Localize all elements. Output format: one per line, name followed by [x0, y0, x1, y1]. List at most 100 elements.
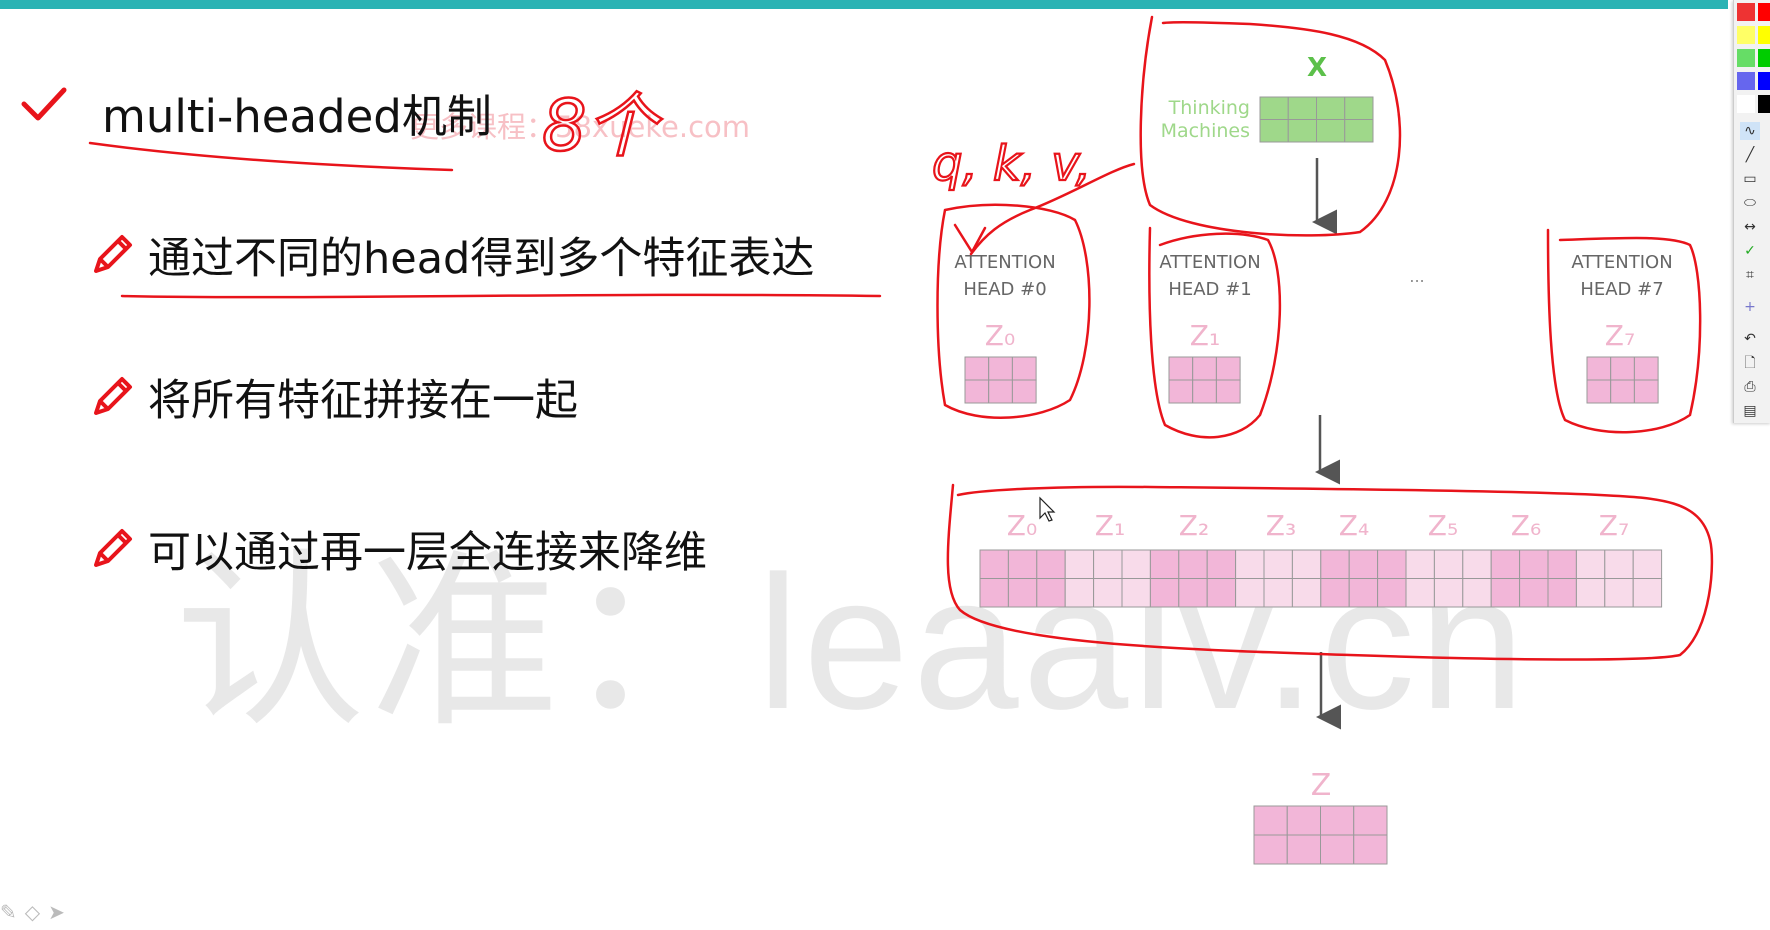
check-tool-icon[interactable]: ✓: [1744, 243, 1756, 259]
matrix-cell: [1235, 549, 1265, 579]
pencil-icon: [94, 235, 132, 273]
matrix-cell: [1286, 834, 1321, 865]
matrix-cell: [1007, 549, 1038, 579]
slide-title: multi-headed机制: [102, 90, 492, 143]
matrix-cell: [1259, 96, 1289, 120]
check-stroke: [953, 223, 987, 255]
color-white[interactable]: [1737, 95, 1755, 113]
matrix-cell: [1064, 578, 1095, 608]
watermark-small: 更多课程：58xueke.com: [410, 110, 751, 144]
top-accent-bar: [0, 0, 1728, 9]
matrix-cell: [1490, 549, 1521, 579]
attention-head-7: ATTENTION HEAD #7 Z₇: [1571, 252, 1673, 404]
zoom-in-icon[interactable]: +: [1744, 299, 1756, 315]
matrix-cell: [1121, 549, 1151, 579]
undo-icon[interactable]: ↶: [1744, 331, 1756, 347]
underline-bullet: [120, 293, 882, 299]
matrix-cell: [964, 356, 990, 381]
head-title: ATTENTION: [1159, 252, 1260, 273]
matrix-cell: [1168, 379, 1194, 404]
head-title: HEAD #7: [1580, 279, 1663, 300]
arrow-tool-icon[interactable]: ↔: [1744, 219, 1756, 235]
color-yellow-solid[interactable]: [1758, 26, 1770, 44]
matrix-cell: [1235, 578, 1265, 608]
matrix-cell: [1632, 578, 1663, 608]
freehand-tool-icon[interactable]: ∿: [1740, 122, 1760, 140]
matrix-cell: [1287, 119, 1317, 143]
matrix-cell: [1462, 549, 1492, 579]
ellipse-tool-icon[interactable]: ⬭: [1744, 195, 1756, 211]
bullet-item: 通过不同的head得到多个特征表达: [88, 224, 814, 286]
input-word: Machines: [1161, 120, 1250, 142]
pointer-icon[interactable]: ➤: [48, 900, 65, 924]
new-page-icon[interactable]: 🗋: [1744, 355, 1756, 371]
matrix-cell: [1093, 549, 1123, 579]
matrix-cell: [1291, 578, 1322, 608]
line-tool-icon[interactable]: ╱: [1745, 147, 1755, 163]
concat-z-label: Z₃: [1266, 509, 1296, 542]
matrix-cell: [1286, 805, 1321, 836]
color-green-solid[interactable]: [1758, 49, 1770, 67]
circle-head-1: [1148, 226, 1282, 439]
attention-head-0: ATTENTION HEAD #0 Z₀: [954, 252, 1056, 404]
rectangle-tool-icon[interactable]: ▭: [1743, 171, 1757, 187]
pencil-icon: [94, 529, 132, 567]
head-z-label: Z₇: [1605, 319, 1635, 352]
color-green[interactable]: [1737, 49, 1755, 67]
matrix-cell: [988, 356, 1013, 381]
matrix-cell: [1610, 379, 1635, 404]
matrix-cell: [1178, 578, 1208, 608]
circle-concat: [946, 483, 1714, 661]
matrix-cell: [1519, 549, 1549, 579]
matrix-cell: [1253, 805, 1288, 836]
mouse-cursor-icon: [1039, 496, 1056, 522]
matrix-cell: [1192, 379, 1217, 404]
matrix-cell: [1575, 578, 1606, 608]
crop-tool-icon[interactable]: ⌗: [1746, 267, 1754, 283]
color-red-solid[interactable]: [1758, 3, 1770, 21]
matrix-cell: [1586, 356, 1612, 381]
matrix-cell: [1353, 834, 1388, 865]
color-black[interactable]: [1758, 95, 1770, 113]
matrix-cell: [1633, 379, 1659, 404]
matrix-cell: [1011, 379, 1037, 404]
matrix-cell: [1377, 578, 1407, 608]
head-z-label: Z₀: [985, 319, 1015, 352]
handwritten-qkv: q, k, v,: [932, 136, 1091, 192]
head-title: ATTENTION: [954, 252, 1055, 273]
matrix-cell: [1433, 549, 1464, 579]
color-red[interactable]: [1737, 3, 1755, 21]
handwritten-count: 8个: [542, 85, 663, 167]
head-output-matrix: [964, 356, 1037, 404]
head-title: HEAD #1: [1168, 279, 1251, 300]
matrix-cell: [1149, 549, 1180, 579]
pen-icon[interactable]: ✎: [0, 900, 17, 924]
color-yellow[interactable]: [1737, 26, 1755, 44]
head-output-matrix: [1168, 356, 1241, 404]
color-blue-solid[interactable]: [1758, 72, 1770, 90]
output-label: Z: [1311, 768, 1332, 803]
circle-input: [1139, 15, 1402, 237]
matrix-cell: [1007, 578, 1038, 608]
pencil-icon: [94, 377, 132, 415]
output-matrix: [1253, 805, 1388, 865]
matrix-cell: [1586, 379, 1612, 404]
eraser-icon[interactable]: ◇: [24, 900, 41, 924]
matrix-cell: [964, 379, 990, 404]
matrix-cell: [1253, 834, 1288, 865]
input-word: Thinking: [1168, 97, 1250, 119]
checkmark-icon: [21, 87, 67, 121]
matrix-cell: [1036, 549, 1066, 579]
matrix-cell: [1632, 549, 1663, 579]
screen-icon[interactable]: ▤: [1743, 403, 1757, 419]
matrix-cell: [1433, 578, 1464, 608]
print-icon[interactable]: ⎙: [1744, 379, 1756, 395]
matrix-cell: [1215, 379, 1241, 404]
matrix-cell: [1405, 578, 1435, 608]
matrix-cell: [1263, 549, 1293, 579]
color-blue[interactable]: [1737, 72, 1755, 90]
matrix-cell: [1344, 119, 1374, 143]
head-title: HEAD #0: [963, 279, 1046, 300]
